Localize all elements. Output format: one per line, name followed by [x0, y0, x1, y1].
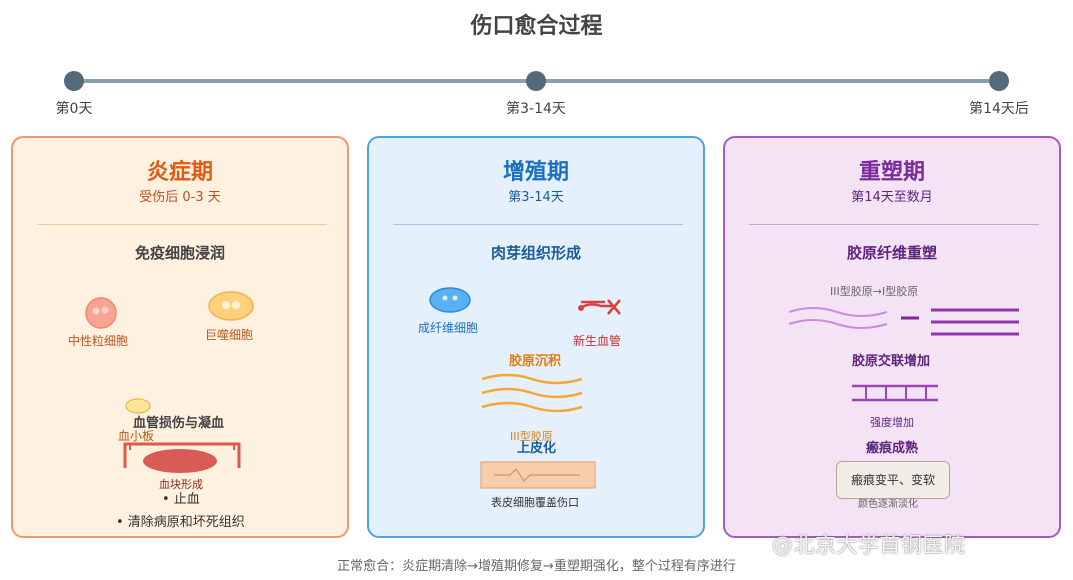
timeline-label-end: 第14天后: [969, 101, 1029, 117]
timeline-dot-end: [989, 71, 1009, 91]
proliferation-panel: 增殖期 第3-14天 肉芽组织形成 成纤维细胞 新生血管 胶原沉积 III型胶原…: [367, 136, 705, 538]
clot-label: 血块形成: [159, 478, 203, 491]
proliferation-title: 增殖期: [502, 160, 569, 185]
page-title: 伤口愈合过程: [470, 14, 603, 39]
macrophage-icon: [208, 291, 254, 321]
remodeling-panel: 重塑期 第14天至数月 胶原纤维重塑 III型胶原→I型胶原 胶原交联增加 强度…: [723, 136, 1061, 538]
divider: [393, 224, 683, 225]
scar-maturation-heading: 瘢痕成熟: [866, 441, 919, 456]
crosslink-heading: 胶原交联增加: [852, 354, 931, 369]
fibroblast-icon: [429, 287, 471, 313]
inflammation-title: 炎症期: [146, 160, 213, 185]
immune-infiltration-heading: 免疫细胞浸润: [134, 244, 225, 262]
inflammation-subtitle: 受伤后 0-3 天: [139, 190, 221, 205]
timeline-label-middle: 第3-14天: [506, 101, 566, 117]
type3-collagen-label: III型胶原: [510, 430, 553, 443]
new-vessel-label: 新生血管: [573, 334, 622, 348]
fibroblast-label: 成纤维细胞: [418, 321, 479, 335]
vessel-heading: 血管损伤与凝血: [133, 416, 225, 431]
divider: [37, 224, 327, 225]
bullet-clearance: • 清除病原和坏死组织: [116, 515, 245, 530]
strength-label: 强度增加: [870, 416, 914, 429]
inflammation-panel: 炎症期 受伤后 0-3 天 免疫细胞浸润 中性粒细胞 巨噬细胞 血管损伤与凝血 …: [11, 136, 349, 538]
collagen-transition-icon: [788, 307, 1019, 336]
collagen-deposition-heading: 胶原沉积: [509, 354, 562, 369]
divider: [749, 224, 1039, 225]
epithelialization-heading: 上皮化: [517, 441, 557, 456]
proliferation-subtitle: 第3-14天: [508, 190, 564, 205]
granulation-heading: 肉芽组织形成: [490, 244, 581, 262]
scar-caption: 颜色逐渐淡化: [858, 499, 918, 510]
blood-vessel-clot-icon: [123, 442, 241, 473]
neutrophil-icon: [85, 297, 117, 329]
platelet-label: 血小板: [118, 429, 155, 443]
platelet-icon: [125, 398, 151, 414]
epidermis-icon: [480, 461, 596, 489]
timeline-dot-middle: [526, 71, 546, 91]
collagen-fiber-icon: [481, 373, 583, 413]
timeline: 第0天 第3-14天 第14天后: [0, 0, 1073, 130]
scar-box: 瘢痕变平、变软: [836, 461, 950, 499]
bullet-hemostasis: • 止血: [162, 492, 200, 507]
remodeling-title: 重塑期: [858, 160, 925, 185]
watermark: @北京大学首钢医院: [772, 533, 966, 557]
footer-caption: 正常愈合：炎症期清除→增殖期修复→重塑期强化，整个过程有序进行: [337, 559, 736, 574]
timeline-dot-start: [64, 71, 84, 91]
macrophage-label: 巨噬细胞: [205, 328, 254, 342]
collagen-remodeling-heading: 胶原纤维重塑: [846, 244, 937, 262]
crosslink-icon: [852, 384, 938, 402]
remodeling-subtitle: 第14天至数月: [851, 190, 933, 205]
epithelial-caption: 表皮细胞覆盖伤口: [491, 496, 579, 509]
new-blood-vessel-icon: [578, 299, 621, 315]
timeline-label-start: 第0天: [55, 101, 93, 117]
collagen-switch-label: III型胶原→I型胶原: [830, 285, 919, 298]
neutrophil-label: 中性粒细胞: [68, 334, 129, 348]
